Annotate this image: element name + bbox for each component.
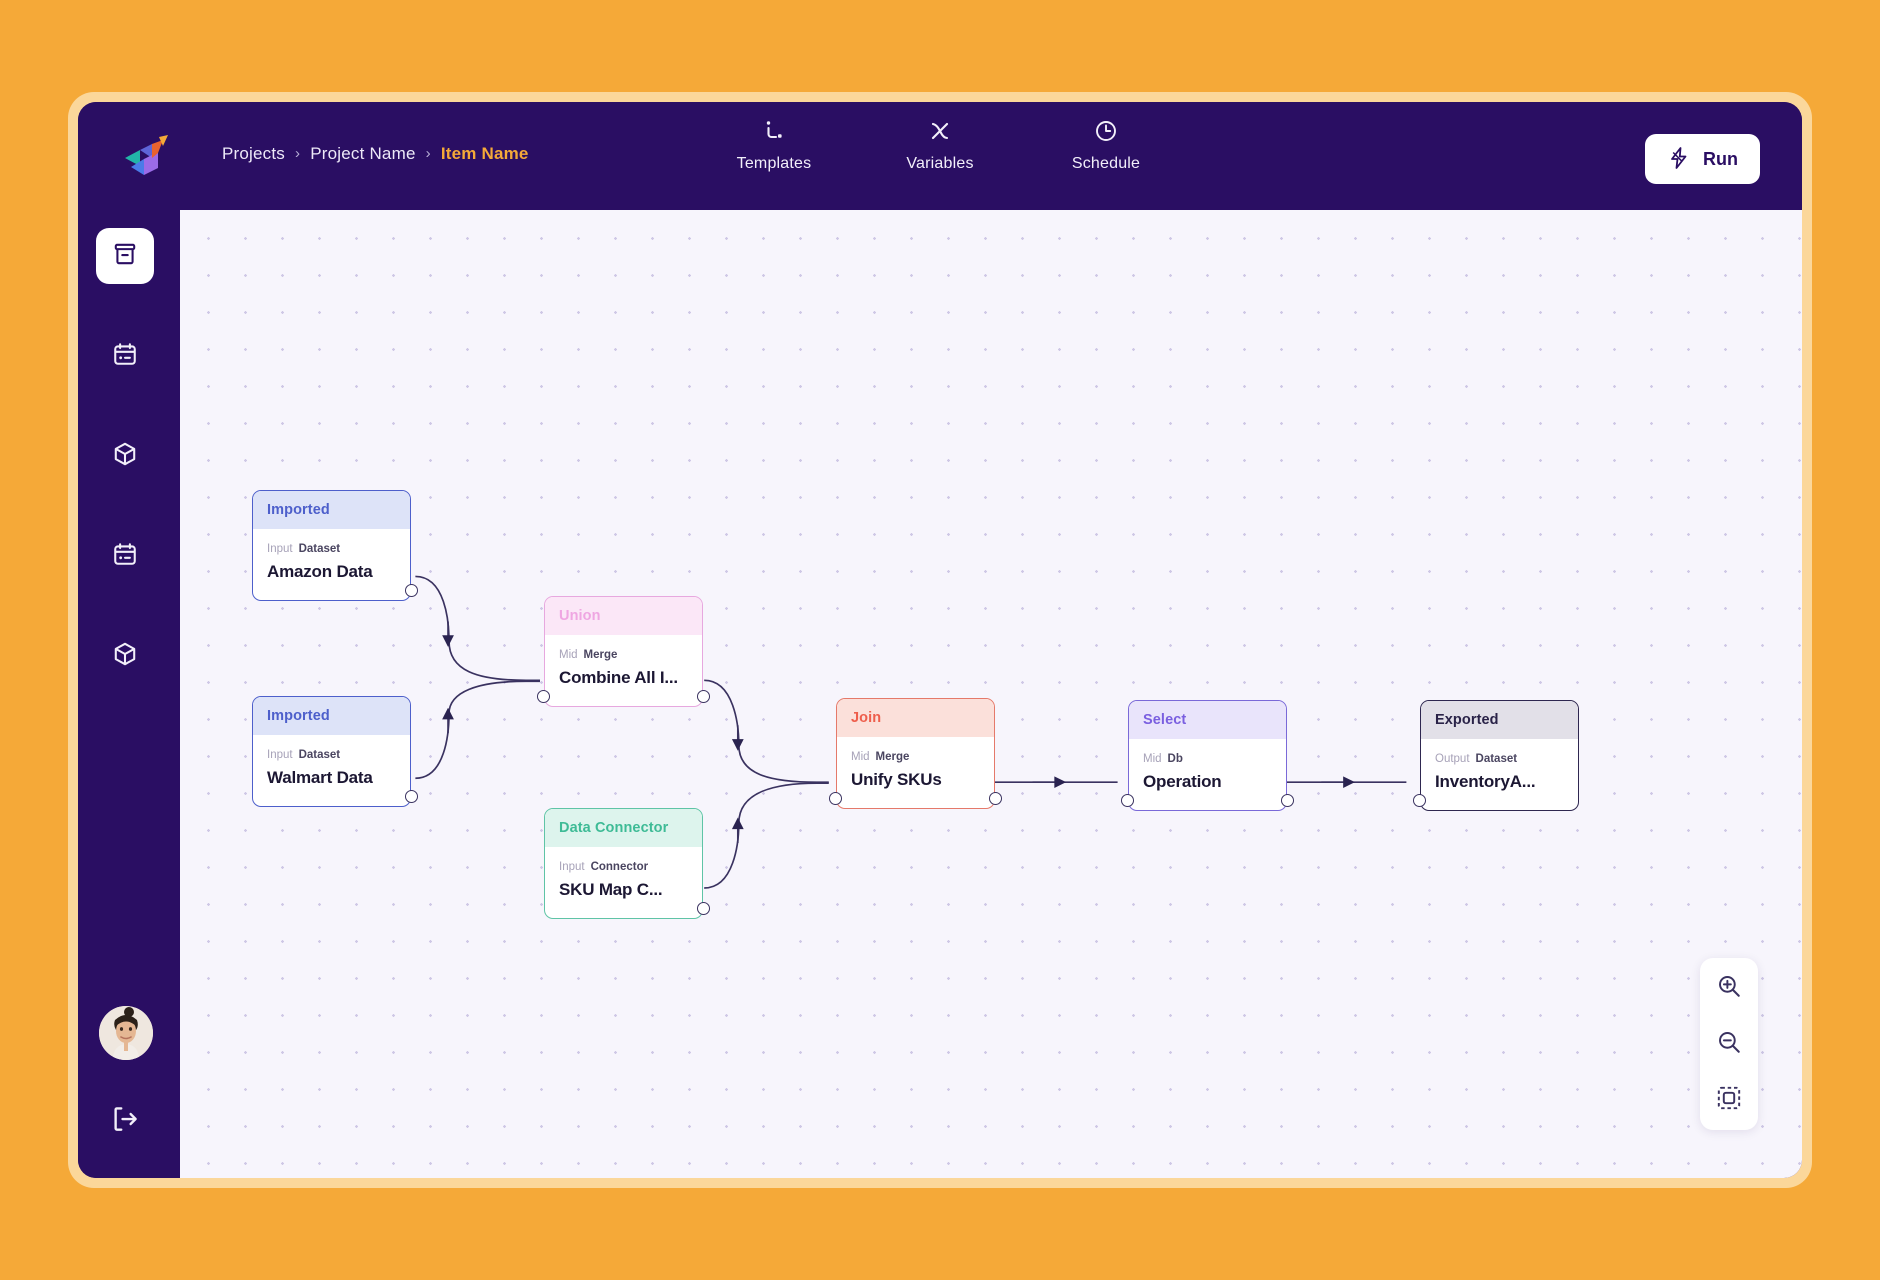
node-combine-all[interactable]: Union Mid Merge Combine All I... [537,596,710,707]
node-port-output[interactable] [1281,794,1294,807]
node-unify-skus[interactable]: Join Mid Merge Unify SKUs [829,698,1002,809]
node-port-output[interactable] [697,690,710,703]
node-type-label: Join [851,710,882,726]
node-inventory-export[interactable]: Exported Output Dataset InventoryA... [1413,700,1579,811]
nav-templates[interactable]: Templates [719,118,829,173]
variables-icon [927,118,953,144]
node-title: Combine All I... [559,668,678,687]
node-port-output[interactable] [405,584,418,597]
node-meta-kind: Dataset [1475,753,1518,765]
node-port-input[interactable] [1121,794,1134,807]
breadcrumb-item-item-name[interactable]: Item Name [440,144,529,163]
node-meta-stage: Input [559,861,585,873]
node-walmart-data[interactable]: Imported Input Dataset Walmart Data [252,696,418,807]
node-meta-kind: Db [1167,753,1183,765]
node-meta-stage: Input [267,749,293,761]
fit-to-screen-icon [1716,1085,1742,1116]
calendar-icon [112,341,138,372]
origami-bird-logo[interactable] [118,128,170,180]
node-meta-stage: Mid [851,751,870,763]
node-sku-map-connector[interactable]: Data Connector Input Connector SKU Map C… [544,808,710,919]
node-title: Walmart Data [267,768,373,787]
node-port-output[interactable] [405,790,418,803]
node-port-input[interactable] [829,792,842,805]
zoom-out-button[interactable] [1709,1024,1749,1064]
run-button-label: Run [1703,148,1738,169]
node-meta-kind: Connector [590,861,649,873]
node-title: Operation [1143,772,1222,791]
templates-icon [761,118,787,144]
node-meta-kind: Dataset [298,543,341,555]
node-amazon-data[interactable]: Imported Input Dataset Amazon Data [252,490,418,601]
edge-layer [415,575,1407,889]
node-type-label: Data Connector [559,820,669,836]
nav-templates-label: Templates [736,155,812,172]
edge-walmart-to-union [415,680,541,780]
breadcrumb-item-projects[interactable]: Projects [222,144,286,163]
node-meta-stage: Input [267,543,293,555]
zoom-in-icon [1716,973,1742,1004]
sidebar-item-cube-2[interactable] [96,628,154,684]
run-button[interactable]: Run [1645,134,1760,184]
node-port-output[interactable] [989,792,1002,805]
app-outer-frame: Projects › Project Name › Item Name Temp… [68,92,1812,1188]
edge-skumap-to-join [704,782,829,889]
nav-variables-label: Variables [906,155,974,172]
node-type-label: Exported [1435,712,1499,728]
node-type-label: Imported [267,502,330,518]
sidebar-item-calendar-1[interactable] [96,328,154,384]
node-type-label: Imported [267,708,330,724]
sidebar-item-calendar-2[interactable] [96,528,154,584]
zoom-out-icon [1716,1029,1742,1060]
sidebar-item-cube-1[interactable] [96,428,154,484]
nav-schedule-label: Schedule [1071,155,1141,172]
node-port-input[interactable] [537,690,550,703]
archive-box-icon [112,241,138,272]
node-port-output[interactable] [697,902,710,915]
node-meta-stage: Mid [559,649,578,661]
breadcrumb-separator-icon: › [425,144,431,162]
zoom-controls [1700,958,1758,1130]
breadcrumb-separator-icon: › [295,144,301,162]
node-operation[interactable]: Select Mid Db Operation [1121,700,1294,811]
edge-amazon-to-union [415,575,541,682]
node-meta-stage: Mid [1143,753,1162,765]
breadcrumb: Projects › Project Name › Item Name [222,144,529,164]
avatar[interactable] [99,1006,153,1060]
left-sidebar [78,210,180,1178]
node-title: Unify SKUs [851,770,942,789]
logout-icon[interactable] [108,1102,142,1136]
breadcrumb-item-project-name[interactable]: Project Name [310,144,416,163]
zoom-in-button[interactable] [1709,968,1749,1008]
sidebar-item-archive[interactable] [96,228,154,284]
top-navigation: Templates Variables Sc [719,118,1161,173]
workflow-canvas[interactable]: Imported Input Dataset Amazon Data Impor… [180,210,1802,1178]
node-port-input[interactable] [1413,794,1426,807]
node-type-label: Union [559,608,601,624]
top-bar: Projects › Project Name › Item Name Temp… [78,102,1802,210]
clock-icon [1093,118,1119,144]
node-meta-stage: Output [1435,753,1470,765]
node-title: Amazon Data [267,562,373,581]
node-meta-kind: Merge [583,649,618,661]
node-type-label: Select [1143,712,1187,728]
node-title: InventoryA... [1435,772,1536,791]
calendar-icon [112,541,138,572]
edge-union-to-join [704,679,829,784]
node-meta-kind: Dataset [298,749,341,761]
nav-schedule[interactable]: Schedule [1051,118,1161,173]
fit-to-screen-button[interactable] [1709,1080,1749,1120]
app-window: Projects › Project Name › Item Name Temp… [78,102,1802,1178]
nav-variables[interactable]: Variables [885,118,995,173]
node-meta-kind: Merge [875,751,910,763]
lightning-bolt-icon [1667,146,1691,173]
node-title: SKU Map C... [559,880,663,899]
cube-icon [112,441,138,472]
cube-icon [112,641,138,672]
